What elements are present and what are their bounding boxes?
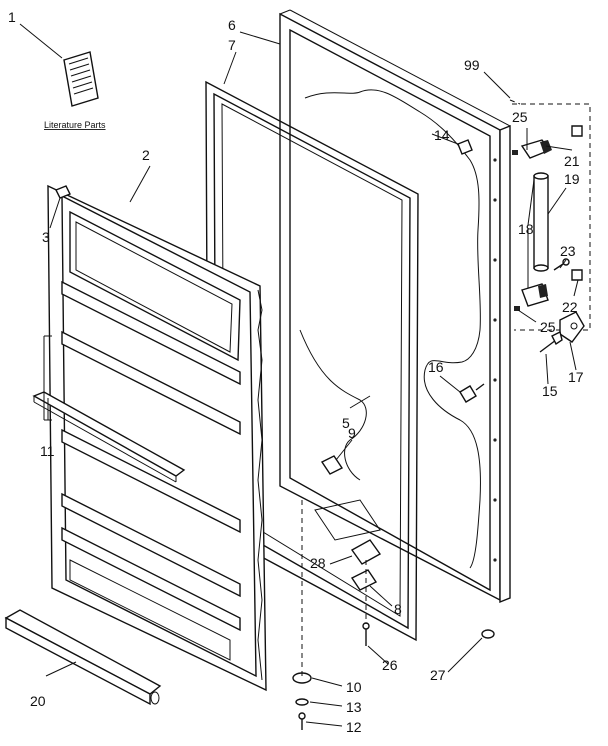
pad-21 [571,125,583,137]
clip-upper [512,150,518,155]
mid-bracket [459,383,485,403]
pin-12 [298,712,306,730]
callout-25-upper: 25 [512,109,528,125]
callout-27: 27 [430,667,446,683]
hinge-bottom-bracket [521,283,549,307]
washer-13 [295,698,309,706]
hinge-screw [553,258,570,271]
callout-25-lower: 25 [540,319,556,335]
callout-23: 23 [560,243,576,259]
callout-10: 10 [346,679,362,695]
door-bottom-trim [4,609,162,706]
callout-5: 5 [342,415,350,431]
callout-14: 14 [434,127,450,143]
pad-22 [571,269,583,281]
handle-bracket [559,311,585,343]
callout-6: 6 [228,17,236,33]
callout-18: 18 [518,221,534,237]
callout-20: 20 [30,693,46,709]
callout-12: 12 [346,719,362,735]
callout-19: 19 [564,171,580,187]
pad-27 [481,629,495,639]
clip-lower [514,306,520,311]
handle-screw [539,330,563,353]
leader-lines [19,23,579,727]
screw-26 [362,622,370,646]
callout-15: 15 [542,383,558,399]
callout-3: 3 [42,229,50,245]
literature-parts-label: Literature Parts [44,120,106,130]
literature-parts-booklet [63,51,99,107]
top-stop-bracket [457,139,473,155]
callout-8: 8 [394,601,402,617]
door-inner-liner [47,184,267,692]
callout-16: 16 [428,359,444,375]
hinge-top-bracket [520,139,552,159]
callout-21: 21 [564,153,580,169]
door-outer-panel [279,9,511,604]
callout-26: 26 [382,657,398,673]
callout-2: 2 [142,147,150,163]
callout-22: 22 [562,299,578,315]
door-stop-upper [320,455,344,475]
callout-13: 13 [346,699,362,715]
plug-cap [55,185,71,199]
door-stop-8 [350,569,378,591]
callout-17: 17 [568,369,584,385]
callout-11: 11 [40,443,55,459]
hinge-kit-box [509,99,591,331]
hinge-rod [533,172,549,272]
callout-7: 7 [228,37,236,53]
door-shelf-bar [32,391,186,483]
callout-28: 28 [310,555,326,571]
door-stop-28 [350,539,382,565]
callout-99: 99 [464,57,480,73]
callout-9: 9 [348,425,356,441]
callout-1: 1 [8,9,16,25]
callout-labels: 1 2 3 5 6 7 8 9 10 11 12 13 14 15 16 17 … [8,9,584,735]
